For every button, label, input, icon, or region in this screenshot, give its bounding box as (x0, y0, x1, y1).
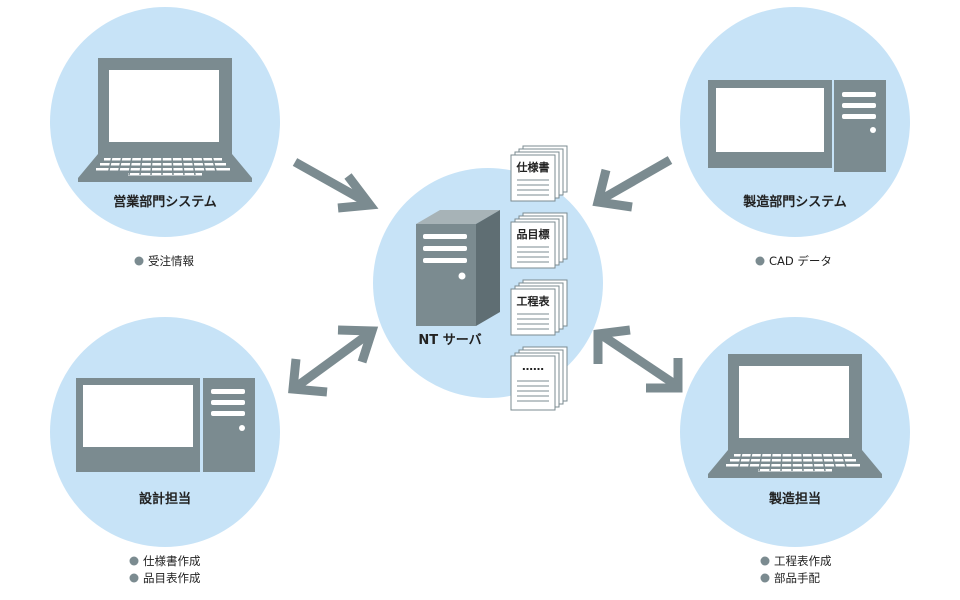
desktop-computer-icon (708, 80, 886, 172)
manufacturing-staff-notes: 工程表作成 部品手配 (760, 554, 832, 585)
laptop-icon (708, 354, 882, 478)
note-text: 受注情報 (148, 254, 194, 268)
bullet-icon (760, 573, 770, 583)
sales-notes: 受注情報 (134, 254, 194, 268)
document-stack-other (510, 346, 568, 411)
manufacturing-staff-server-bidirectional-arrow (593, 325, 683, 393)
document-stack-spec (510, 145, 568, 202)
manufacturing-system-notes: CAD データ (755, 254, 832, 268)
document-label-process-table: 工程表 (517, 294, 551, 308)
design-notes: 仕様書作成 品目表作成 (129, 554, 201, 585)
bullet-icon (760, 556, 770, 566)
bullet-icon (755, 256, 765, 266)
document-label-item-table: 品目標 (517, 227, 550, 241)
note-text: 部品手配 (774, 571, 820, 585)
design-staff-label: 設計担当 (139, 491, 191, 507)
manufacturing-system-label: 製造部門システム (742, 194, 847, 210)
design-server-bidirectional-arrow (288, 325, 379, 397)
server-tower-icon (416, 210, 500, 326)
sales-system-label: 営業部門システム (113, 194, 217, 210)
note-text: 仕様書作成 (143, 554, 201, 568)
bullet-icon (129, 556, 139, 566)
note-text: 工程表作成 (774, 554, 832, 568)
manufacturing-staff-label: 製造担当 (768, 491, 821, 507)
document-label-other: …… (522, 360, 544, 373)
document-label-spec: 仕様書 (516, 160, 550, 174)
note-text: CAD データ (769, 254, 832, 268)
bullet-icon (129, 573, 139, 583)
laptop-icon (78, 58, 252, 182)
bullet-icon (134, 256, 144, 266)
document-stack-item-table (510, 212, 568, 269)
server-label: NT サーバ (418, 333, 481, 348)
desktop-computer-icon (76, 378, 255, 472)
note-text: 品目表作成 (143, 571, 201, 585)
document-stack-process-table (510, 279, 568, 336)
sales-to-server-arrow (292, 158, 379, 213)
manufacturing-system-to-server-arrow (592, 156, 673, 212)
